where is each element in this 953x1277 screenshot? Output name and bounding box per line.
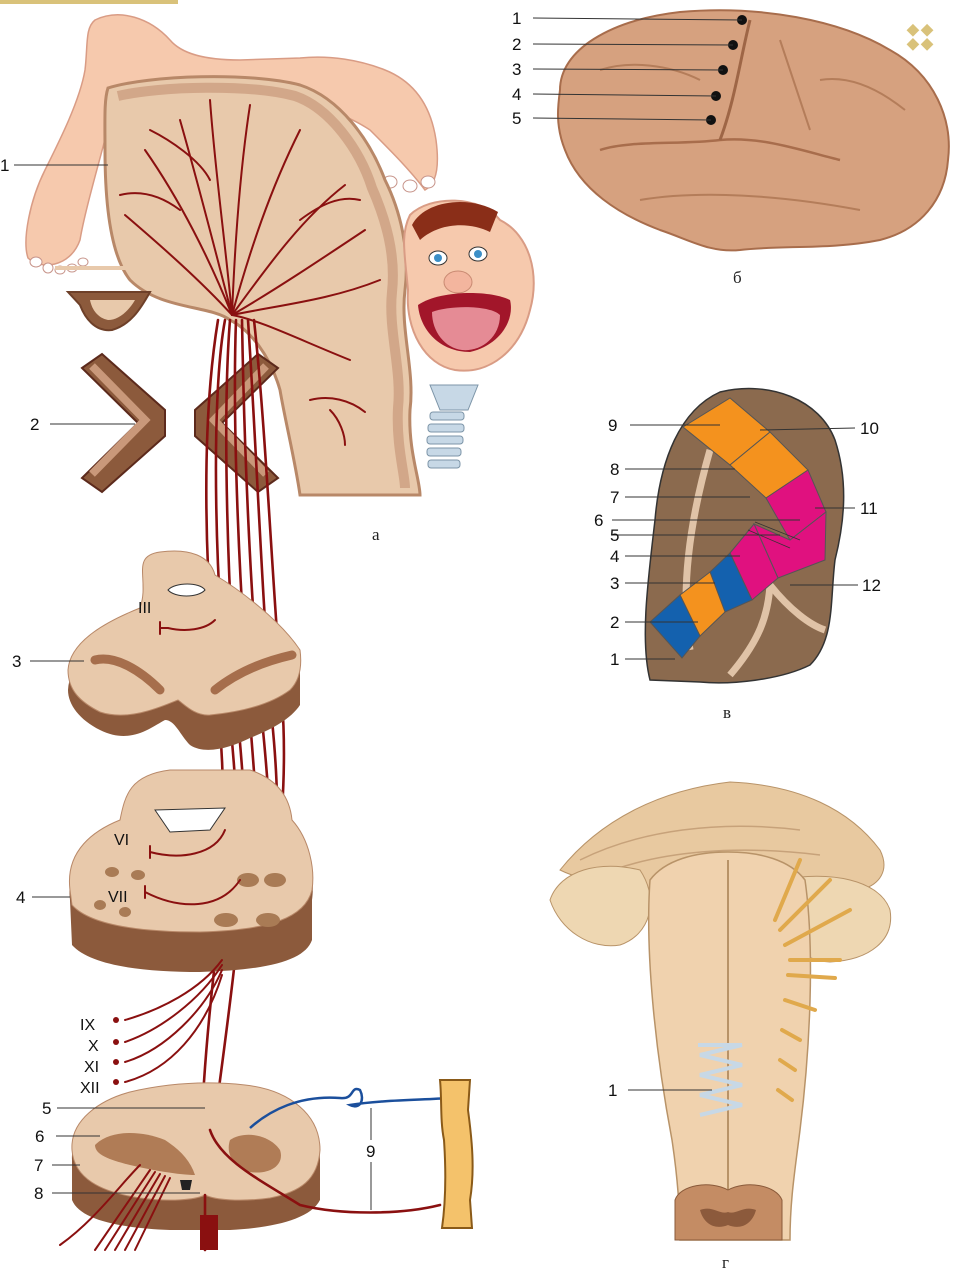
panel-g-brainstem: 1 г <box>550 782 891 1272</box>
v-label-10: 10 <box>860 419 879 438</box>
b-label-2: 2 <box>512 35 521 54</box>
caption-v: в <box>723 703 731 722</box>
pons-section <box>69 770 312 972</box>
top-accent-bar <box>0 0 178 4</box>
muscle <box>440 1080 473 1228</box>
cn-VI: VI <box>114 832 129 849</box>
b-label-4: 4 <box>512 85 521 104</box>
a-label-9: 9 <box>366 1142 375 1161</box>
v-label-4: 4 <box>610 547 619 566</box>
b-label-3: 3 <box>512 60 521 79</box>
panel-v-capsule: 9 8 7 6 5 4 3 2 1 10 11 12 в <box>594 389 881 722</box>
cn-VII: VII <box>108 889 128 906</box>
b-label-1: 1 <box>512 9 521 28</box>
a-label-8: 8 <box>34 1184 43 1203</box>
homunculus-face <box>404 201 534 371</box>
cn-IX: IX <box>80 1017 95 1034</box>
cn-XII: XII <box>80 1080 100 1097</box>
internal-capsule <box>82 354 278 492</box>
g-label-1: 1 <box>608 1081 617 1100</box>
v-label-5: 5 <box>610 526 619 545</box>
larynx <box>427 385 478 468</box>
v-label-2: 2 <box>610 613 619 632</box>
v-label-1: 1 <box>610 650 619 669</box>
a-label-5: 5 <box>42 1099 51 1118</box>
a-label-4: 4 <box>16 888 25 907</box>
a-label-3: 3 <box>12 652 21 671</box>
panel-a-motor-pathway: 1 2 3 4 5 6 7 8 9 III VI VII IX X XI XII… <box>0 15 534 1250</box>
cn-X: X <box>88 1038 99 1055</box>
cn-XI: XI <box>84 1059 99 1076</box>
v-label-6: 6 <box>594 511 603 530</box>
diamond-icon <box>907 24 934 51</box>
caption-a: а <box>372 525 380 544</box>
v-label-12: 12 <box>862 576 881 595</box>
cn-III: III <box>138 600 151 617</box>
b-label-5: 5 <box>512 109 521 128</box>
v-label-9: 9 <box>608 416 617 435</box>
v-label-11: 11 <box>860 499 878 518</box>
a-label-2: 2 <box>30 415 39 434</box>
caption-b: б <box>733 268 742 287</box>
caption-g: г <box>722 1253 729 1272</box>
a-label-1: 1 <box>0 156 9 175</box>
a-label-6: 6 <box>35 1127 44 1146</box>
panel-b-hemisphere: 1 2 3 4 5 б <box>512 9 949 287</box>
v-label-8: 8 <box>610 460 619 479</box>
v-label-7: 7 <box>610 488 619 507</box>
midbrain-section <box>68 551 301 750</box>
v-label-3: 3 <box>610 574 619 593</box>
a-label-7: 7 <box>34 1156 43 1175</box>
